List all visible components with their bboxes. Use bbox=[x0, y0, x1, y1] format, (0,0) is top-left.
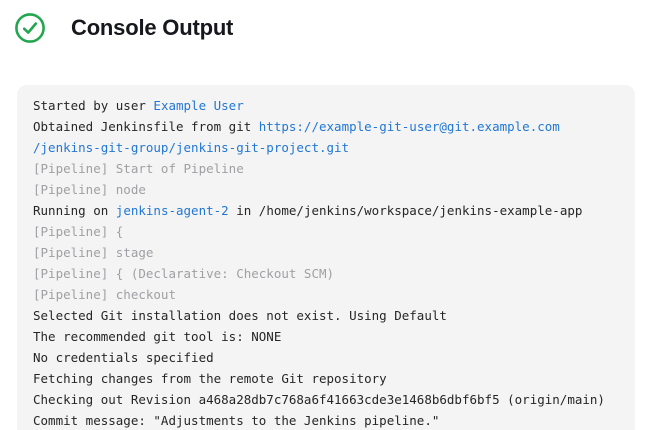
console-text: [Pipeline] stage bbox=[33, 245, 154, 260]
console-text: Fetching changes from the remote Git rep… bbox=[33, 371, 387, 386]
console-text: Started by user bbox=[33, 98, 154, 113]
page-header: Console Output bbox=[14, 12, 233, 44]
console-link[interactable]: jenkins-agent-2 bbox=[115, 203, 229, 218]
console-line: Selected Git installation does not exist… bbox=[33, 305, 619, 326]
check-circle-icon bbox=[15, 13, 45, 43]
console-line: [Pipeline] node bbox=[33, 179, 619, 200]
console-text: Selected Git installation does not exist… bbox=[33, 308, 447, 323]
console-text: [Pipeline] Start of Pipeline bbox=[33, 161, 244, 176]
console-text: The recommended git tool is: NONE bbox=[33, 329, 282, 344]
console-line: [Pipeline] Start of Pipeline bbox=[33, 158, 619, 179]
console-line: [Pipeline] { bbox=[33, 221, 619, 242]
console-line: [Pipeline] checkout bbox=[33, 284, 619, 305]
console-text: [Pipeline] node bbox=[33, 182, 146, 197]
console-link[interactable]: Example User bbox=[153, 98, 244, 113]
console-line: Running on jenkins-agent-2 in /home/jenk… bbox=[33, 200, 619, 221]
console-text: Checking out Revision a468a28db7c768a6f4… bbox=[33, 392, 605, 407]
console-line: [Pipeline] stage bbox=[33, 242, 619, 263]
console-text: Obtained Jenkinsfile from git bbox=[33, 119, 259, 134]
console-line: Checking out Revision a468a28db7c768a6f4… bbox=[33, 389, 619, 410]
console-text: [Pipeline] { (Declarative: Checkout SCM) bbox=[33, 266, 335, 281]
console-line: /jenkins-git-group/jenkins-git-project.g… bbox=[33, 137, 619, 158]
console-line: Started by user Example User bbox=[33, 95, 619, 116]
console-text: [Pipeline] { bbox=[33, 224, 124, 239]
console-text: No credentials specified bbox=[33, 350, 214, 365]
console-text: Commit message: "Adjustments to the Jenk… bbox=[33, 413, 440, 428]
console-line: Obtained Jenkinsfile from git https://ex… bbox=[33, 116, 619, 137]
console-link[interactable]: /jenkins-git-group/jenkins-git-project.g… bbox=[33, 140, 350, 155]
page-title: Console Output bbox=[71, 15, 234, 40]
console-line: Fetching changes from the remote Git rep… bbox=[33, 368, 619, 389]
console-text: in /home/jenkins/workspace/jenkins-examp… bbox=[228, 203, 583, 218]
console-line: No credentials specified bbox=[33, 347, 619, 368]
console-line: The recommended git tool is: NONE bbox=[33, 326, 619, 347]
console-line: [Pipeline] { (Declarative: Checkout SCM) bbox=[33, 263, 619, 284]
console-line: Commit message: "Adjustments to the Jenk… bbox=[33, 410, 619, 430]
console-link[interactable]: https://example-git-user@git.example.com bbox=[258, 119, 560, 134]
console-text: Running on bbox=[33, 203, 116, 218]
console-text: [Pipeline] checkout bbox=[33, 287, 176, 302]
